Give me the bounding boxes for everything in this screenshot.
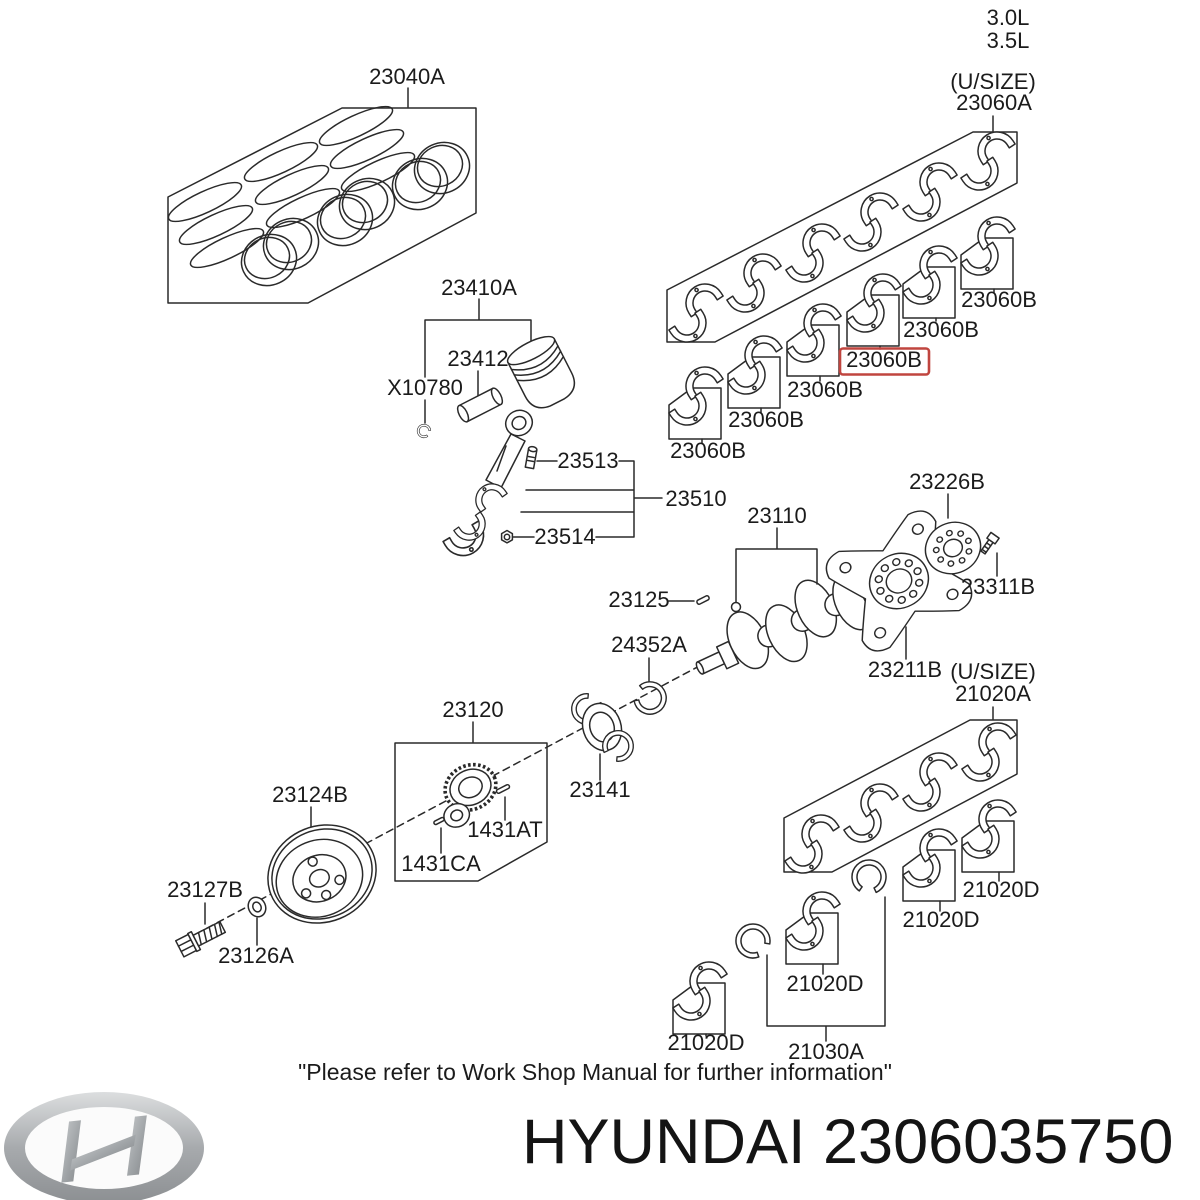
- crank-adapter-plate: [924, 521, 982, 575]
- part-label-23040A: 23040A: [369, 64, 445, 89]
- part-label-23060B-1: 23060B: [670, 438, 746, 463]
- hyundai-logo: [4, 1092, 204, 1200]
- part-label-21020A: 21020A: [955, 681, 1031, 706]
- flexplate-bolt: [980, 531, 1000, 555]
- part-label-X10780: X10780: [387, 375, 463, 400]
- part-label-23120: 23120: [442, 697, 503, 722]
- part-number: 2306035750: [823, 1107, 1173, 1177]
- crank-sprocket: [443, 762, 498, 828]
- key-1431AT: [495, 783, 511, 795]
- part-label-23060B-5: 23060B: [903, 317, 979, 342]
- part-label-23226B: 23226B: [909, 469, 985, 494]
- pulley-washer: [247, 896, 267, 918]
- rod-nut: [500, 529, 514, 544]
- part-label-21030A: 21030A: [788, 1039, 864, 1064]
- main-bearing-set-lower: [783, 706, 1018, 880]
- crank-key: [696, 595, 710, 605]
- engine-option-2: 3.5L: [987, 28, 1030, 53]
- part-label-23110: 23110: [747, 503, 807, 528]
- pulley-bolt: [174, 920, 227, 958]
- part-label-23060B-6: 23060B: [961, 287, 1037, 312]
- part-label-23211B: 23211B: [868, 657, 942, 682]
- crank-pulley: [267, 824, 377, 924]
- part-label-23126A: 23126A: [218, 943, 294, 968]
- part-label-23060B-3: 23060B: [787, 377, 863, 402]
- piston: [506, 335, 576, 409]
- part-label-21020D-2: 21020D: [902, 907, 979, 932]
- flexplate: [825, 510, 973, 652]
- rod-bolt: [524, 445, 538, 470]
- part-label-21020D-3: 21020D: [786, 971, 863, 996]
- part-label-21020D-1: 21020D: [962, 877, 1039, 902]
- part-label-23125: 23125: [608, 587, 669, 612]
- part-label-23311B: 23311B: [961, 574, 1035, 599]
- connecting-rod-assembly: [442, 409, 663, 564]
- part-label-23514: 23514: [534, 524, 595, 549]
- usize-label-top: (U/SIZE): [950, 69, 1036, 94]
- part-label-1431AT: 1431AT: [467, 817, 542, 842]
- part-label-21020D-4: 21020D: [667, 1030, 744, 1055]
- part-label-23060A: 23060A: [956, 90, 1032, 115]
- labels: 3.0L 3.5L (U/SIZE) 23060A 23040A 23410A …: [167, 5, 1039, 1064]
- part-label-23510: 23510: [665, 486, 726, 511]
- part-label-1431CA: 1431CA: [401, 851, 481, 876]
- piston-pin: [456, 387, 504, 423]
- part-label-23124B: 23124B: [272, 782, 348, 807]
- thrust-bearing: [565, 688, 640, 781]
- part-label-23060B-highlighted: 23060B: [846, 347, 922, 372]
- part-label-23060B-2: 23060B: [728, 407, 804, 432]
- pilot-bushing: [730, 601, 742, 613]
- part-label-24352A: 24352A: [611, 632, 687, 657]
- crankshaft-leaders: [630, 527, 818, 720]
- part-label-23127B: 23127B: [167, 877, 243, 902]
- snap-ring: [414, 421, 433, 440]
- piston-assembly: [414, 298, 576, 440]
- usize-label-bottom: (U/SIZE): [950, 659, 1036, 684]
- main-bearing-row-21020D: [673, 793, 1016, 1042]
- highlight-box: [838, 347, 931, 376]
- thrust-washer: [850, 857, 889, 894]
- engine-option-1: 3.0L: [987, 5, 1030, 30]
- brand-name: HYUNDAI: [522, 1107, 806, 1177]
- part-label-23513: 23513: [557, 448, 618, 473]
- crank-sprocket-kit: [394, 721, 548, 882]
- part-label-23412: 23412: [447, 346, 508, 371]
- piston-ring-kit: [163, 87, 479, 304]
- part-label-23141: 23141: [569, 777, 630, 802]
- workshop-manual-note: "Please refer to Work Shop Manual for fu…: [298, 1059, 892, 1085]
- key-1431CA: [433, 816, 445, 826]
- main-bearing-set-upper: [666, 115, 1018, 349]
- crank-pulley-group: [174, 806, 377, 958]
- part-label-23410A: 23410A: [441, 275, 517, 300]
- thrust-washer: [728, 916, 776, 965]
